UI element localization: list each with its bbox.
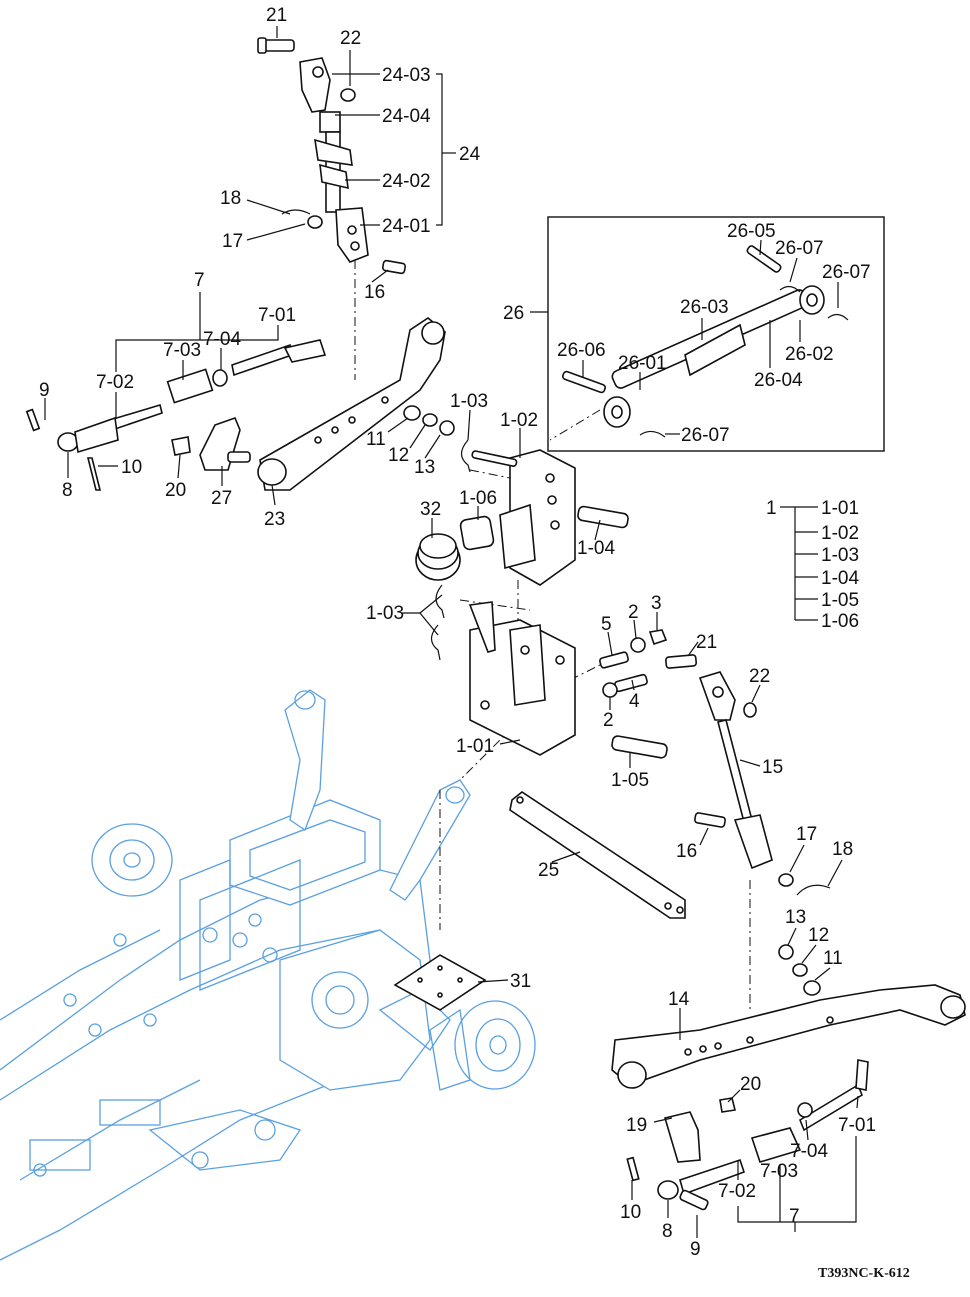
callout-10: 10 (620, 1202, 641, 1223)
check-chain-upper (25, 339, 327, 491)
callout-27: 27 (211, 488, 232, 509)
callout-24-04: 24-04 (382, 106, 431, 127)
callout-7: 7 (194, 270, 205, 291)
callout-26-03: 26-03 (680, 297, 729, 318)
callout-9: 9 (39, 380, 50, 401)
callout-labels: 21 22 24-03 24-04 24 24-02 18 24-01 17 1… (39, 5, 876, 1260)
callout-31: 31 (510, 971, 531, 992)
callout-9: 9 (690, 1239, 701, 1260)
transmission-housing (0, 689, 536, 1261)
callout-8: 8 (662, 1221, 673, 1242)
lift-rod-15 (665, 654, 831, 896)
callout-26-07: 26-07 (822, 262, 871, 283)
callout-4: 4 (629, 691, 640, 712)
callout-1-05: 1-05 (611, 770, 649, 791)
assembly-legend: 1 1-01 1-02 1-03 1-04 1-05 1-06 (766, 498, 859, 632)
top-link-assembly (257, 37, 407, 275)
drawing-reference-number: T393NC-K-612 (818, 1266, 910, 1281)
callout-1-01: 1-01 (456, 736, 494, 757)
callout-17: 17 (796, 824, 817, 845)
legend-item: 1-02 (821, 523, 859, 544)
callout-1-06: 1-06 (459, 488, 497, 509)
legend-group-label: 1 (766, 498, 777, 519)
callout-20: 20 (165, 480, 186, 501)
callout-7-03: 7-03 (760, 1161, 798, 1182)
callout-17: 17 (222, 231, 243, 252)
callout-7: 7 (789, 1206, 800, 1227)
callout-19: 19 (626, 1115, 647, 1136)
callout-26-07: 26-07 (775, 238, 824, 259)
callout-8: 8 (62, 480, 73, 501)
callout-7-02: 7-02 (96, 372, 134, 393)
callout-1-03: 1-03 (366, 603, 404, 624)
callout-1-04: 1-04 (577, 538, 615, 559)
callout-25: 25 (538, 860, 559, 881)
callout-24-03: 24-03 (382, 65, 431, 86)
spring-32 (415, 515, 495, 581)
check-chain-lower (626, 1059, 869, 1211)
stabilizer-bar-25 (509, 791, 686, 919)
callout-12: 12 (388, 445, 409, 466)
washers-nuts-lower (778, 944, 821, 996)
callout-2: 2 (628, 602, 639, 623)
callout-26-01: 26-01 (618, 353, 667, 374)
callout-21: 21 (696, 632, 717, 653)
callout-5: 5 (601, 614, 612, 635)
callout-1-03: 1-03 (450, 391, 488, 412)
callout-26: 26 (503, 303, 524, 324)
callout-32: 32 (420, 499, 441, 520)
callout-24: 24 (459, 144, 481, 165)
legend-item: 1-04 (821, 568, 859, 589)
callout-18: 18 (832, 839, 853, 860)
callout-11: 11 (366, 429, 386, 450)
callout-13: 13 (414, 457, 435, 478)
callout-12: 12 (808, 925, 829, 946)
callout-15: 15 (762, 757, 783, 778)
legend-item: 1-03 (821, 545, 859, 566)
top-link-26-box (547, 216, 885, 452)
legend-item: 1-01 (821, 498, 859, 519)
callout-14: 14 (668, 989, 690, 1010)
callout-13: 13 (785, 907, 806, 928)
callout-1-02: 1-02 (500, 410, 538, 431)
callout-24-02: 24-02 (382, 171, 431, 192)
legend-item: 1-06 (821, 611, 859, 632)
callout-10: 10 (121, 457, 142, 478)
callout-2: 2 (603, 710, 614, 731)
cover-plate-31 (393, 954, 487, 1011)
callout-20: 20 (740, 1074, 761, 1095)
callout-26-06: 26-06 (557, 340, 606, 361)
callout-26-05: 26-05 (727, 221, 776, 242)
hardware-2-3-4-5 (599, 629, 668, 698)
callout-7-04: 7-04 (203, 329, 241, 350)
callout-7-01: 7-01 (838, 1115, 876, 1136)
callout-21: 21 (266, 5, 287, 26)
callout-23: 23 (264, 509, 285, 530)
callout-3: 3 (651, 593, 662, 614)
callout-26-04: 26-04 (754, 370, 803, 391)
legend-item: 1-05 (821, 590, 859, 611)
bracket-19 (663, 1097, 736, 1163)
washers-nuts-upper (403, 405, 455, 436)
lower-link-14 (611, 984, 966, 1089)
callout-22: 22 (340, 28, 361, 49)
callout-11: 11 (823, 948, 843, 969)
bracket-assembly-1 (468, 449, 668, 759)
callout-26-02: 26-02 (785, 344, 834, 365)
callout-7-02: 7-02 (718, 1181, 756, 1202)
leader-lines (44, 26, 859, 1238)
callout-16: 16 (364, 282, 385, 303)
callout-7-04: 7-04 (790, 1141, 828, 1162)
callout-7-03: 7-03 (163, 340, 201, 361)
callout-22: 22 (749, 666, 770, 687)
callout-16: 16 (676, 841, 697, 862)
bracket-27 (171, 416, 251, 471)
callout-24-01: 24-01 (382, 216, 431, 237)
callout-26-07: 26-07 (681, 425, 730, 446)
callout-7-01: 7-01 (258, 305, 296, 326)
callout-18: 18 (220, 188, 241, 209)
